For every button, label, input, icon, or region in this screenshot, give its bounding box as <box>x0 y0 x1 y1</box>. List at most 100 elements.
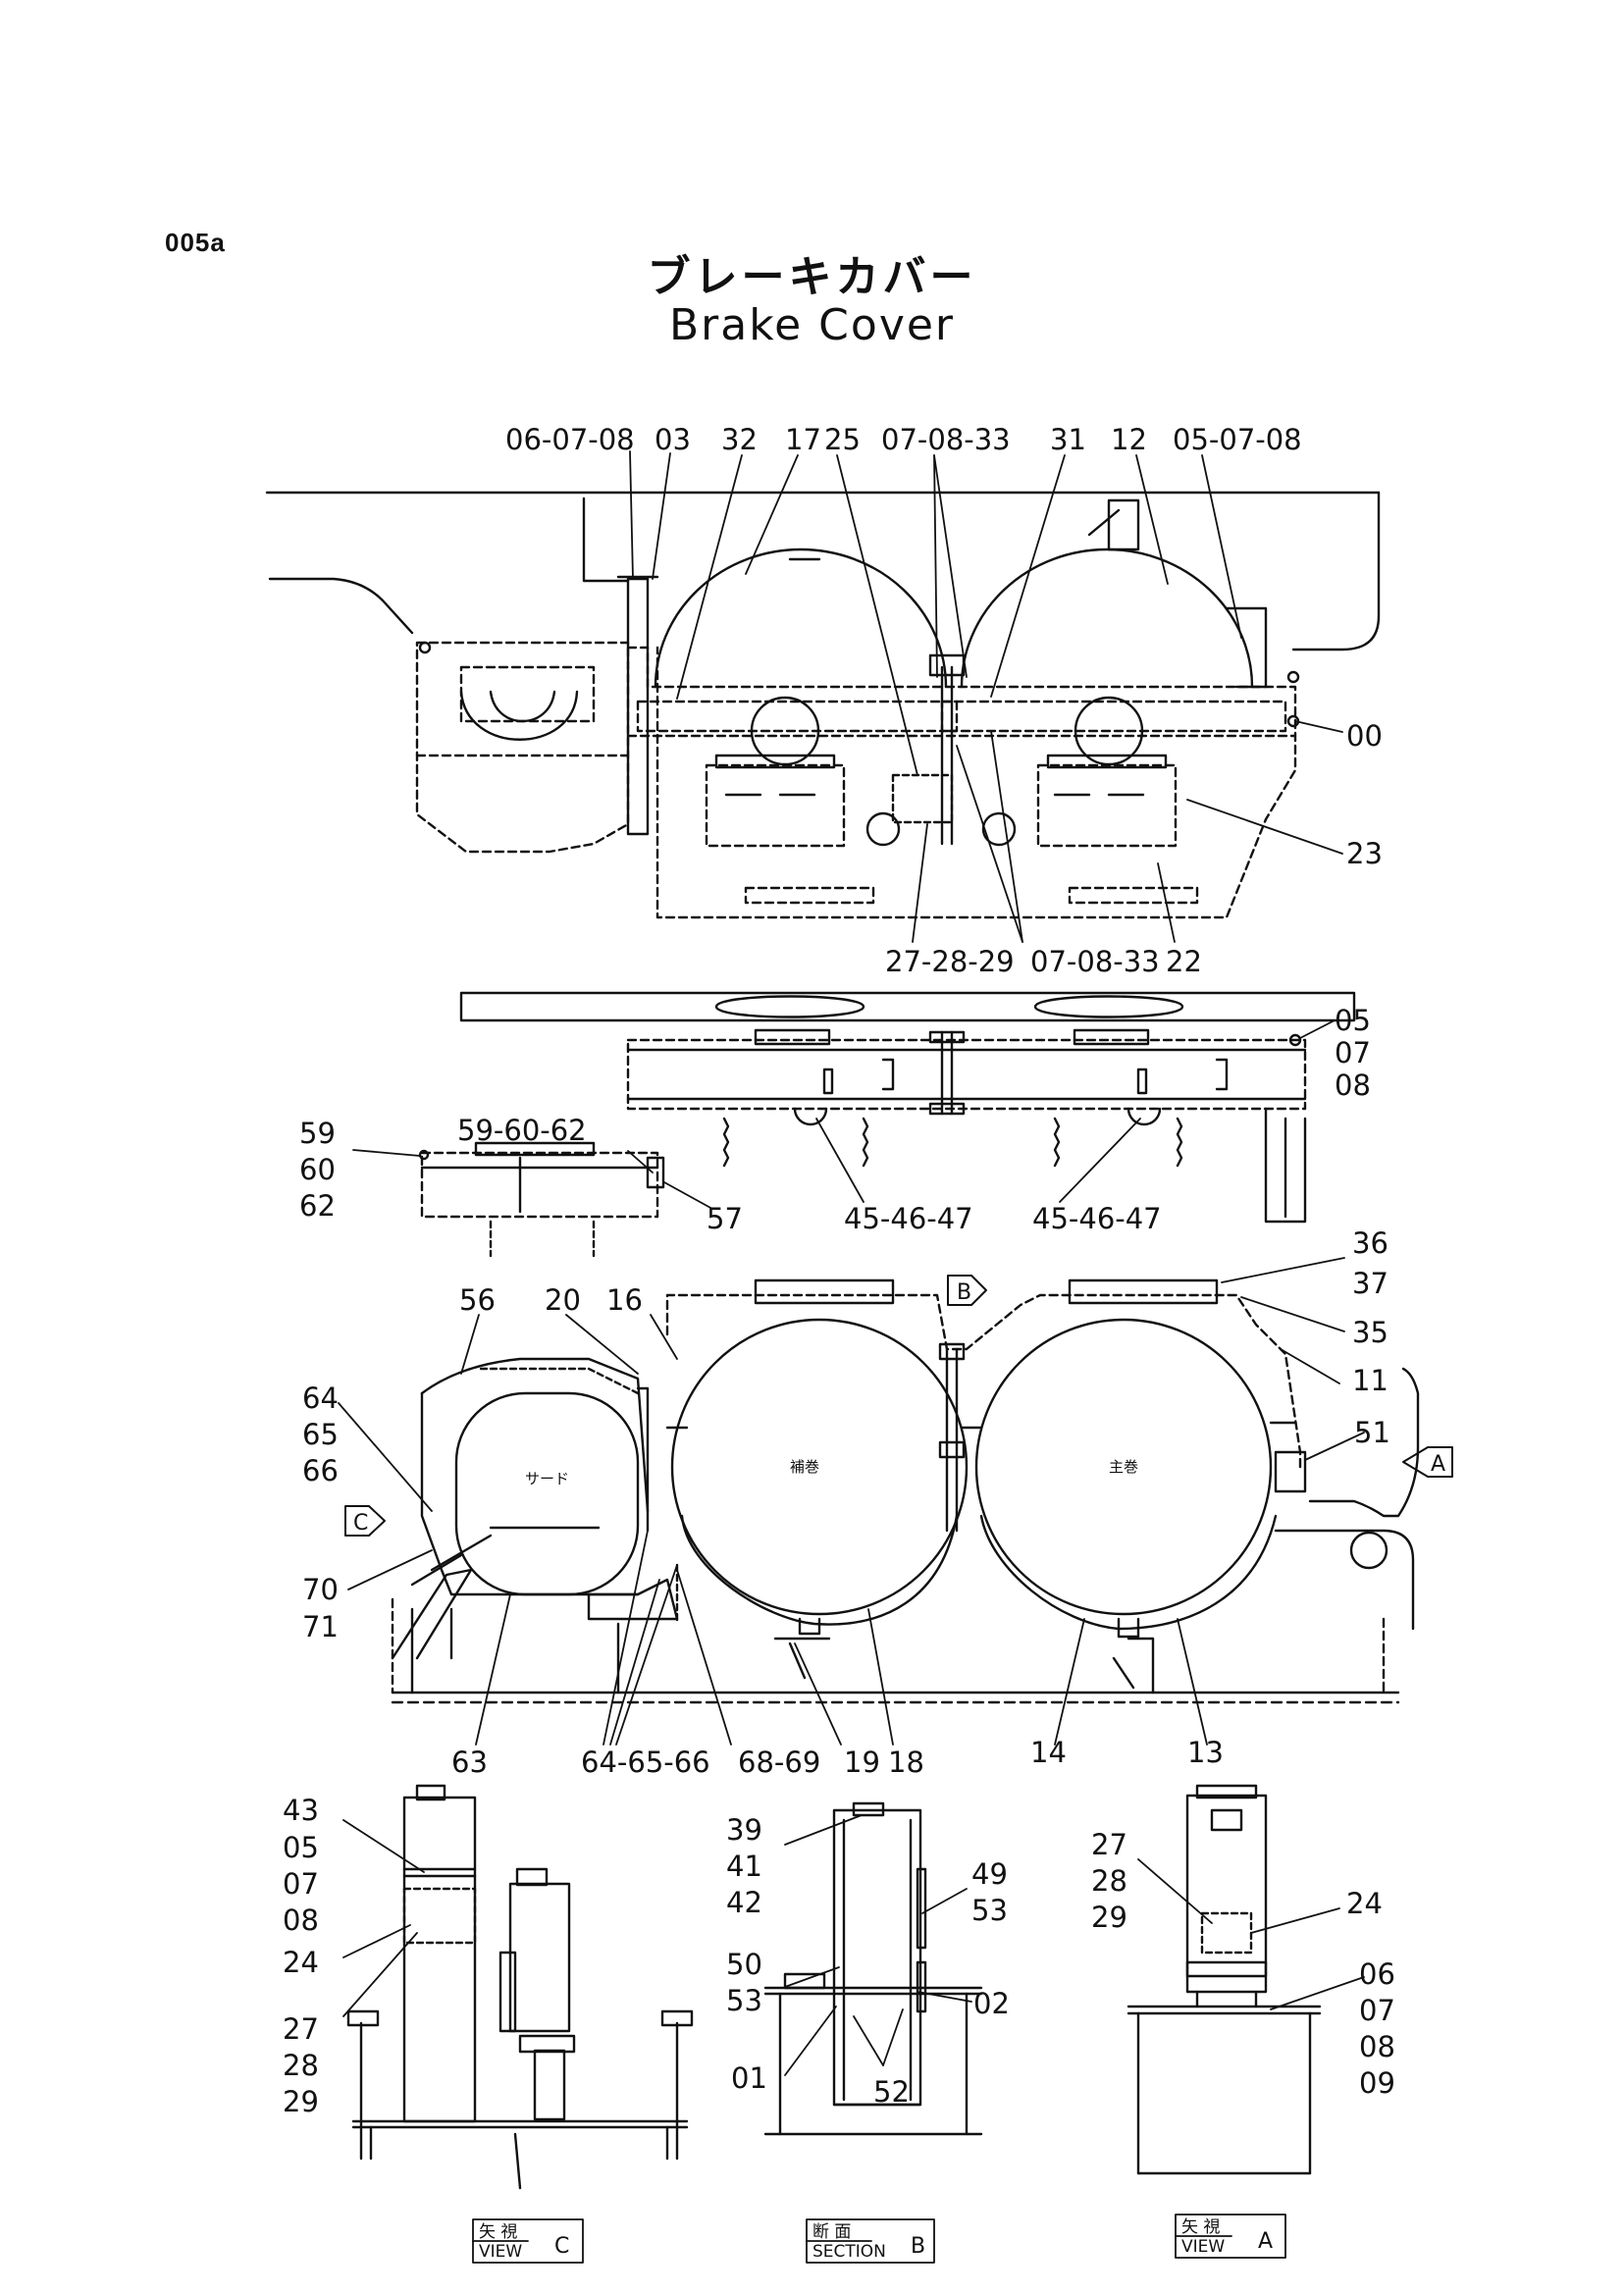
callout-17: 17 <box>785 423 821 456</box>
callouts-view-a: 27 28 29 24 06 07 08 09 <box>1091 1828 1395 2100</box>
callout-31: 31 <box>1050 423 1086 456</box>
view-c-title-en: VIEW <box>479 2242 522 2262</box>
callout-43: 43 <box>283 1794 319 1827</box>
callout-07-c: 07 <box>283 1867 319 1901</box>
callout-50: 50 <box>726 1948 762 1981</box>
callout-62: 62 <box>299 1189 336 1223</box>
callout-64-front: 64 <box>302 1382 339 1415</box>
drum-labels: サード 補巻 主巻 <box>525 1458 1138 1487</box>
callout-05-07-08-top: 05-07-08 <box>1173 423 1302 456</box>
callout-02: 02 <box>973 1987 1010 2020</box>
view-titles: 矢 視 VIEW C 断 面 SECTION B 矢 視 VIEW A <box>479 2217 1273 2262</box>
callout-25: 25 <box>824 423 861 456</box>
callout-07-08-33-bottom: 07-08-33 <box>1030 945 1160 978</box>
callout-14: 14 <box>1030 1736 1067 1769</box>
section-b-title-letter: B <box>911 2234 925 2259</box>
drum-label-main: 主巻 <box>1109 1458 1138 1476</box>
view-a-title-letter: A <box>1258 2229 1273 2254</box>
callout-63: 63 <box>451 1746 488 1779</box>
callout-27-c: 27 <box>283 2012 319 2046</box>
callout-23: 23 <box>1346 837 1383 870</box>
callout-66-front: 66 <box>302 1454 339 1487</box>
callout-32: 32 <box>721 423 758 456</box>
view-marker-c: C <box>353 1511 368 1536</box>
callout-06-07-08: 06-07-08 <box>505 423 635 456</box>
drum-label-aux: 補巻 <box>790 1458 819 1476</box>
callout-52: 52 <box>873 2075 910 2109</box>
callout-45-46-47-right: 45-46-47 <box>1032 1202 1162 1235</box>
callouts-top-view: 06-07-08 03 32 17 25 07-08-33 31 12 05-0… <box>505 423 1383 978</box>
callout-59: 59 <box>299 1117 336 1150</box>
callout-24-a: 24 <box>1346 1887 1383 1920</box>
callout-59-60-62: 59-60-62 <box>457 1114 587 1147</box>
leader-lines <box>338 450 1365 2076</box>
view-c-detail <box>346 1784 694 2190</box>
top-view <box>265 491 1381 919</box>
callout-70: 70 <box>302 1573 339 1606</box>
callout-28-c: 28 <box>283 2049 319 2082</box>
callout-51: 51 <box>1354 1416 1390 1449</box>
callout-13: 13 <box>1187 1736 1224 1769</box>
callout-11: 11 <box>1352 1364 1388 1397</box>
callout-64-65-66-bottom: 64-65-66 <box>581 1746 710 1779</box>
callout-05-c: 05 <box>283 1831 319 1864</box>
view-c-title-letter: C <box>554 2234 569 2259</box>
callouts-section-b: 39 41 42 49 53 50 53 02 01 52 <box>726 1813 1010 2109</box>
callout-27-a: 27 <box>1091 1828 1127 1861</box>
view-a-title-en: VIEW <box>1181 2237 1225 2257</box>
callout-07-08-33-top: 07-08-33 <box>881 423 1011 456</box>
callouts-view-c: 43 05 07 08 24 27 28 29 <box>283 1794 319 2118</box>
callout-60: 60 <box>299 1153 336 1186</box>
callout-45-46-47-left: 45-46-47 <box>844 1202 973 1235</box>
callout-03: 03 <box>655 423 691 456</box>
callout-29-a: 29 <box>1091 1901 1127 1934</box>
callout-19: 19 <box>844 1746 880 1779</box>
callout-08-plan: 08 <box>1335 1069 1371 1102</box>
callout-18: 18 <box>888 1746 924 1779</box>
callout-24-c: 24 <box>283 1946 319 1979</box>
view-a-detail <box>1126 1784 1322 2175</box>
callout-09-a: 09 <box>1359 2066 1395 2100</box>
section-b-title-jp: 断 面 <box>812 2222 851 2242</box>
callout-56: 56 <box>459 1283 496 1317</box>
callout-42: 42 <box>726 1886 762 1919</box>
callout-08-a: 08 <box>1359 2030 1395 2063</box>
callout-20: 20 <box>545 1283 581 1317</box>
section-b-detail <box>763 1801 983 2136</box>
callout-65-front: 65 <box>302 1418 339 1451</box>
callout-22: 22 <box>1166 945 1202 978</box>
callout-07-a: 07 <box>1359 1994 1395 2027</box>
view-a-title-jp: 矢 視 <box>1181 2217 1220 2237</box>
callout-16: 16 <box>606 1283 643 1317</box>
callout-07-plan: 07 <box>1335 1036 1371 1069</box>
callout-39: 39 <box>726 1813 762 1847</box>
callout-53-left: 53 <box>726 1984 762 2017</box>
callout-49: 49 <box>971 1857 1008 1891</box>
view-title-boxes <box>472 2214 1286 2264</box>
section-b-title-en: SECTION <box>812 2242 886 2262</box>
callouts-plan-view: 05 07 08 59-60-62 59 60 62 57 45-46-47 4… <box>299 1004 1371 1235</box>
title-english: Brake Cover <box>668 300 956 350</box>
callout-01: 01 <box>731 2061 767 2095</box>
callout-41: 41 <box>726 1850 762 1883</box>
callouts-front-view: 36 37 35 11 56 20 16 51 64 65 66 70 71 6… <box>302 1226 1390 1779</box>
callout-53-right: 53 <box>971 1894 1008 1927</box>
callout-00: 00 <box>1346 719 1383 753</box>
front-view <box>391 1278 1420 1704</box>
callout-27-28-29-top: 27-28-29 <box>885 945 1015 978</box>
callout-29-c: 29 <box>283 2085 319 2118</box>
callout-12: 12 <box>1111 423 1147 456</box>
callout-05-plan: 05 <box>1335 1004 1371 1037</box>
view-marker-letters: B A C <box>353 1280 1445 1536</box>
callout-28-a: 28 <box>1091 1864 1127 1898</box>
title-japanese: ブレーキカバー <box>647 252 977 302</box>
callout-06-a: 06 <box>1359 1957 1395 1991</box>
view-marker-b: B <box>957 1280 971 1305</box>
page-code: 005a <box>165 228 226 257</box>
view-marker-a: A <box>1431 1452 1445 1477</box>
plan-view <box>418 991 1356 1258</box>
view-c-title-jp: 矢 視 <box>479 2222 517 2242</box>
callout-35: 35 <box>1352 1316 1388 1349</box>
